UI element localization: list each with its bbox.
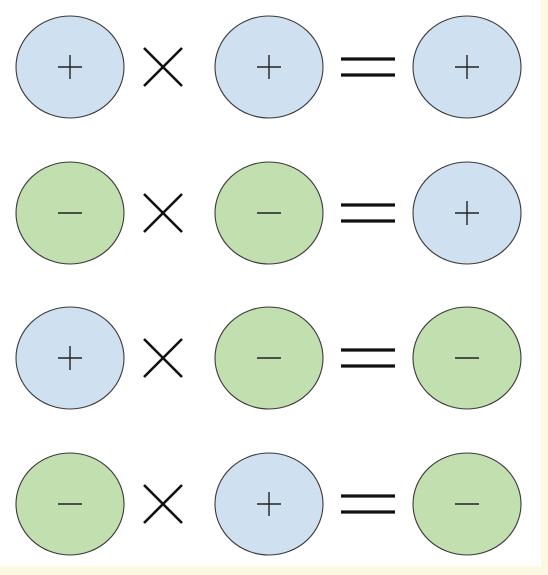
factor-b-positive-circle: + (214, 15, 324, 119)
plus-sign-icon (257, 492, 281, 516)
factor-a-negative-circle: − (15, 161, 125, 265)
cross-stroke-b (143, 484, 183, 524)
factor-a-positive-circle: + (15, 15, 125, 119)
frame-edge-right (541, 0, 548, 575)
product-positive-circle: + (412, 15, 522, 119)
factor-b-negative-circle: − (214, 306, 324, 410)
plus-sign-icon (58, 346, 82, 370)
product-positive-circle: + (412, 161, 522, 265)
cross-stroke-b (143, 193, 183, 233)
factor-b-negative-circle: − (214, 161, 324, 265)
product-negative-circle: − (412, 306, 522, 410)
factor-a-positive-circle: + (15, 306, 125, 410)
multiply-icon (143, 338, 183, 378)
cross-stroke-b (143, 47, 183, 87)
plus-sign-icon (257, 55, 281, 79)
equals-icon (341, 57, 395, 77)
multiply-icon (143, 193, 183, 233)
factor-a-negative-circle: − (15, 452, 125, 556)
plus-sign-icon (58, 55, 82, 79)
product-negative-circle: − (412, 452, 522, 556)
equals-icon (341, 494, 395, 514)
multiply-icon (143, 484, 183, 524)
equals-icon (341, 348, 395, 368)
cross-stroke-b (143, 338, 183, 378)
factor-b-positive-circle: + (214, 452, 324, 556)
equals-icon (341, 203, 395, 223)
frame-edge-bottom (0, 566, 548, 575)
plus-sign-icon (455, 201, 479, 225)
plus-sign-icon (455, 55, 479, 79)
multiply-icon (143, 47, 183, 87)
